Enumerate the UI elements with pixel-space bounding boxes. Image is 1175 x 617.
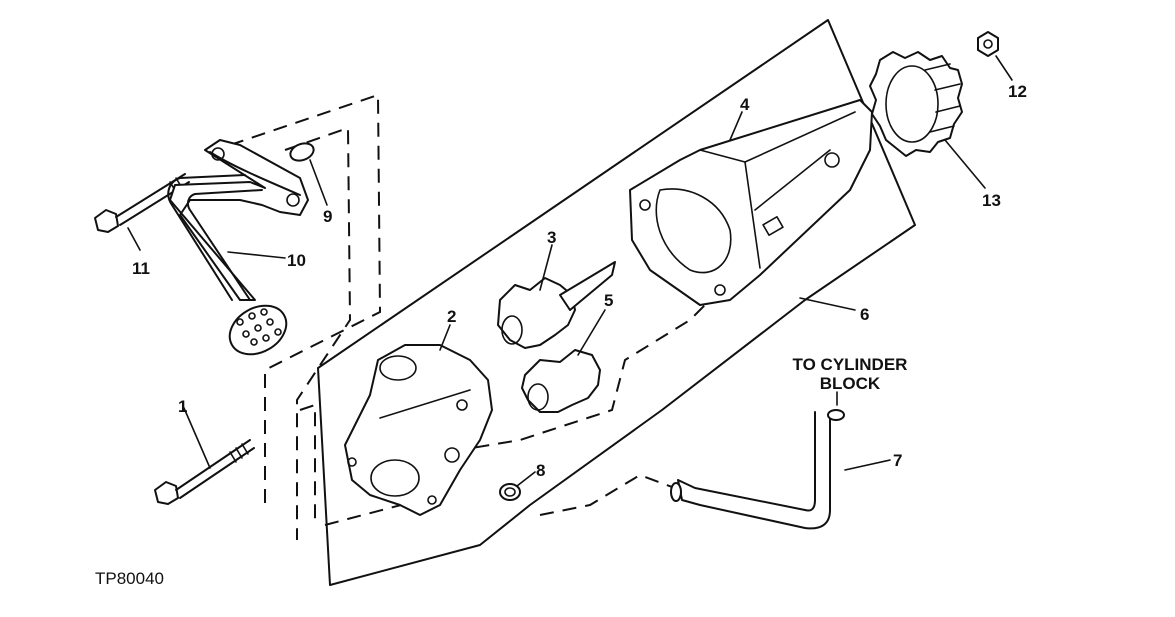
cap-screw-1-part (154, 439, 255, 505)
drive-gear-part (869, 51, 963, 157)
leader-lines (127, 55, 1013, 487)
idler-gear-part (521, 349, 601, 413)
dashed-alignment-lines (229, 93, 716, 540)
callout-7: 7 (893, 451, 902, 470)
annotation-line-1: TO CYLINDER (793, 355, 908, 374)
callout-9: 9 (323, 207, 332, 226)
assembly-outline (317, 19, 916, 586)
callout-6: 6 (860, 305, 869, 324)
oil-pickup-tube-part (167, 139, 309, 356)
pump-cover-part (629, 99, 873, 306)
callout-13: 13 (982, 191, 1001, 210)
callout-4: 4 (740, 95, 750, 114)
callout-10: 10 (287, 251, 306, 270)
annotation-line-2: BLOCK (820, 374, 881, 393)
nut-part (977, 31, 999, 57)
callout-1: 1 (178, 397, 187, 416)
callout-2: 2 (447, 307, 456, 326)
o-ring-9-part (289, 142, 315, 162)
callout-5: 5 (604, 291, 613, 310)
callout-8: 8 (536, 461, 545, 480)
pump-body-part (344, 344, 493, 516)
oil-tube-part (670, 409, 845, 530)
callout-3: 3 (547, 228, 556, 247)
callout-12: 12 (1008, 82, 1027, 101)
callout-11: 11 (132, 259, 150, 278)
figure-reference-id: TP80040 (95, 569, 164, 588)
callout-labels: 1 2 3 4 5 6 7 8 9 10 11 12 13 (132, 82, 1027, 480)
o-ring-8-part (499, 483, 521, 501)
drive-shaft-gear-part (497, 261, 616, 349)
